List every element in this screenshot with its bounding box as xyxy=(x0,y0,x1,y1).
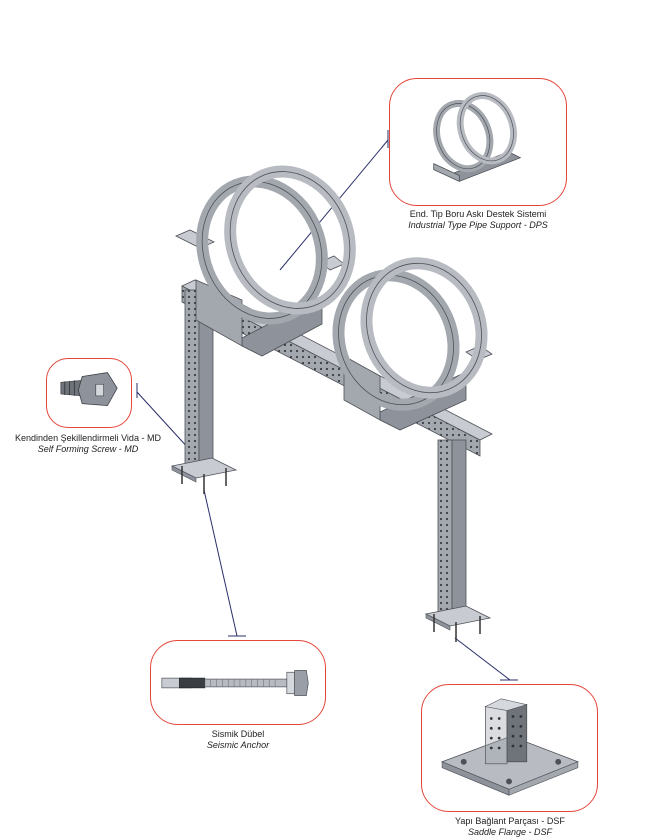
callout-seismic-image xyxy=(150,640,326,725)
leader-dsf xyxy=(454,637,511,681)
caption-md-en: Self Forming Screw - MD xyxy=(37,444,139,454)
caption-dsf-tr: Yapı Bağlant Parçası - DSF xyxy=(455,816,565,826)
leader-md xyxy=(136,391,191,451)
left-column xyxy=(170,289,238,494)
seismic-anchor-thumbnail xyxy=(161,669,309,697)
caption-seismic-tr: Sismik Dübel xyxy=(211,729,265,739)
caption-seismic: Sismik Dübel Seismic Anchor xyxy=(150,729,326,751)
callout-dsf-image xyxy=(421,684,598,812)
right-pipe-clamp xyxy=(332,257,488,411)
caption-dps-en: Industrial Type Pipe Support - DPS xyxy=(408,220,548,230)
callout-dps-image xyxy=(389,78,567,206)
caption-dps-tr: End. Tip Boru Askı Destek Sistemi xyxy=(409,209,547,219)
caption-dsf-en: Saddle Flange - DSF xyxy=(467,827,553,837)
pipe-support-thumbnail xyxy=(433,92,522,182)
self-forming-screw-thumbnail xyxy=(60,372,118,407)
caption-dps: End. Tip Boru Askı Destek Sistemi Indust… xyxy=(380,209,576,231)
caption-dsf: Yapı Bağlant Parçası - DSF Saddle Flange… xyxy=(412,816,608,838)
saddle-flange-thumbnail xyxy=(440,698,579,796)
caption-md-tr: Kendinden Şekillendirmeli Vida - MD xyxy=(15,433,161,443)
caption-md: Kendinden Şekillendirmeli Vida - MD Self… xyxy=(0,433,176,455)
caption-seismic-en: Seismic Anchor xyxy=(206,740,270,750)
callout-md-image xyxy=(46,358,132,428)
right-column xyxy=(424,439,492,642)
leader-seismic xyxy=(203,489,238,637)
left-pipe-clamp xyxy=(196,165,356,325)
